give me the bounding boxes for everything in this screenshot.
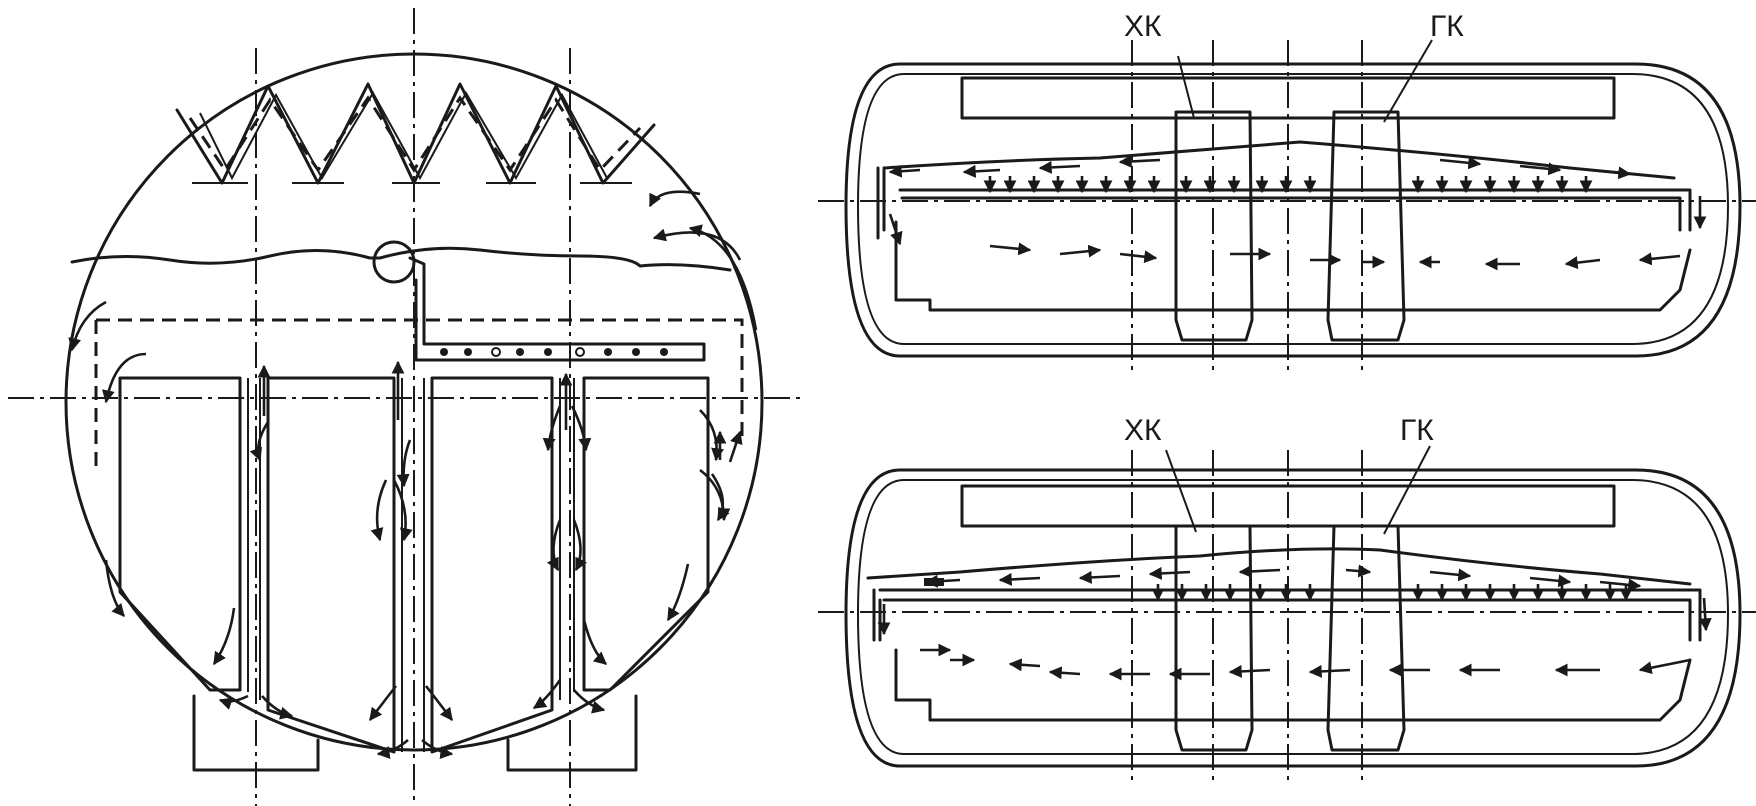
top-water-level bbox=[882, 140, 1676, 180]
bottom-cold-collector bbox=[1174, 524, 1254, 752]
right-support bbox=[506, 694, 638, 772]
bottom-hot-leader bbox=[1383, 445, 1431, 535]
bottom-cold-leader bbox=[1165, 449, 1197, 533]
bottom-cold-collector-label: ХК bbox=[1124, 414, 1162, 447]
top-cold-collector bbox=[1174, 110, 1254, 342]
bottom-flow-arrows bbox=[877, 564, 1712, 681]
chevron-separator bbox=[175, 82, 656, 185]
tube-bundles bbox=[118, 376, 710, 754]
vessel-longitudinal-top: ХК ГК bbox=[818, 10, 1756, 376]
bottom-water-level bbox=[866, 547, 1692, 586]
top-hot-leader bbox=[1383, 39, 1433, 123]
vessel-longitudinal-bottom: ХК ГК bbox=[818, 414, 1756, 786]
submerged-plate-outline bbox=[94, 318, 744, 472]
top-flow-arrows bbox=[888, 154, 1707, 271]
bottom-hot-collector-label: ГК bbox=[1400, 414, 1434, 447]
feed-pipe-circle bbox=[372, 240, 416, 284]
vessel-cross-section bbox=[8, 8, 804, 806]
bottom-left-downcomer bbox=[872, 588, 882, 642]
top-left-downcomer bbox=[876, 166, 886, 240]
circulation-arrows bbox=[68, 190, 758, 759]
bottom-vessel-shell bbox=[844, 468, 1742, 768]
top-hot-collector-label: ГК bbox=[1430, 10, 1464, 43]
water-level-line bbox=[70, 246, 732, 272]
bottom-rising-arrows bbox=[1151, 584, 1633, 602]
top-hot-collector bbox=[1326, 110, 1406, 342]
feed-pipe bbox=[408, 256, 706, 362]
left-support bbox=[192, 694, 320, 772]
top-cold-collector-label: ХК bbox=[1124, 10, 1162, 43]
top-vessel-inner-shell bbox=[856, 73, 1730, 345]
bottom-tube-bundle-outline bbox=[894, 648, 1692, 722]
top-rising-arrows bbox=[983, 176, 1593, 194]
top-cold-leader bbox=[1177, 55, 1195, 119]
bottom-header-plate bbox=[878, 588, 1702, 642]
top-vessel-shell bbox=[844, 62, 1742, 358]
bottom-hot-collector bbox=[1326, 524, 1406, 752]
feed-pipe-holes bbox=[440, 347, 668, 357]
top-header-plate bbox=[898, 188, 1692, 232]
bottom-vessel-inner-shell bbox=[856, 479, 1730, 755]
top-tube-bundle-outline bbox=[894, 220, 1692, 312]
